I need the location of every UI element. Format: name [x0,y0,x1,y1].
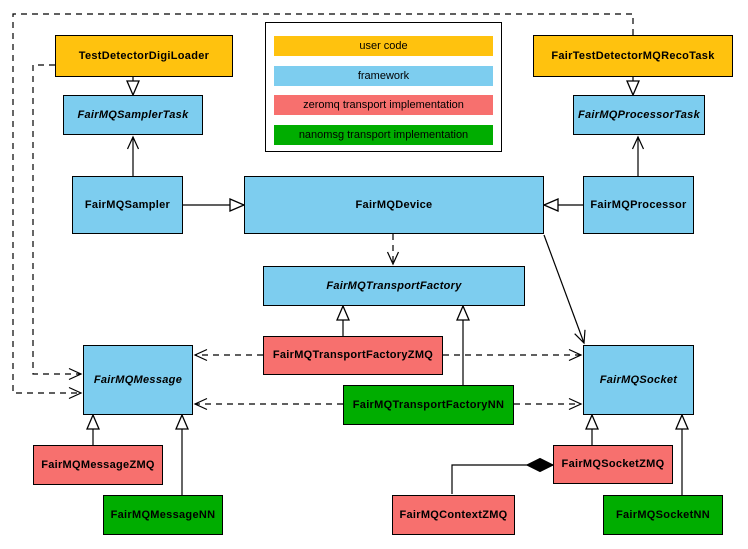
class-box-fairmqsampler: FairMQSampler [72,176,183,234]
class-box-fairmqtransportfactory: FairMQTransportFactory [263,266,525,306]
edge-recotask-message [12,13,634,400]
class-box-fairmqmessage: FairMQMessage [83,345,193,415]
class-box-fairmqsocketnn: FairMQSocketNN [603,495,723,535]
class-box-fairmqsocket: FairMQSocket [583,345,694,415]
class-box-fairmqcontextzmq: FairMQContextZMQ [392,495,515,535]
class-box-fairmqdevice: FairMQDevice [244,176,544,234]
class-box-fairmqtransportfactoryzmq: FairMQTransportFactoryZMQ [263,336,443,375]
class-box-fairmqtransportfactorynn: FairMQTransportFactoryNN [343,385,514,425]
legend-item-user-code: user code [274,36,493,56]
edge-digiloader-message [32,64,83,381]
class-box-fairmqmessagenn: FairMQMessageNN [103,495,223,535]
legend-item-zeromq: zeromq transport implementation [274,95,493,115]
class-box-fairmqsocketzmq: FairMQSocketZMQ [553,445,673,484]
class-box-testdetectordigiloader: TestDetectorDigiLoader [55,35,233,77]
edge-socketzmq-contextzmq [451,464,553,494]
legend-item-framework: framework [274,66,493,86]
legend-box: user code framework zeromq transport imp… [265,22,502,152]
legend-item-nanomsg: nanomsg transport implementation [274,125,493,145]
class-box-fairmqmessagezmq: FairMQMessageZMQ [33,445,163,485]
edge-device-socket [543,234,586,345]
class-box-fairmqprocessortask: FairMQProcessorTask [573,95,705,135]
composition-diamond-icon [525,457,555,473]
class-box-fairmqsamplertask: FairMQSamplerTask [63,95,203,135]
class-box-fairmqprocessor: FairMQProcessor [583,176,694,234]
class-box-fairtestdetectormqrecotask: FairTestDetectorMQRecoTask [533,35,733,77]
